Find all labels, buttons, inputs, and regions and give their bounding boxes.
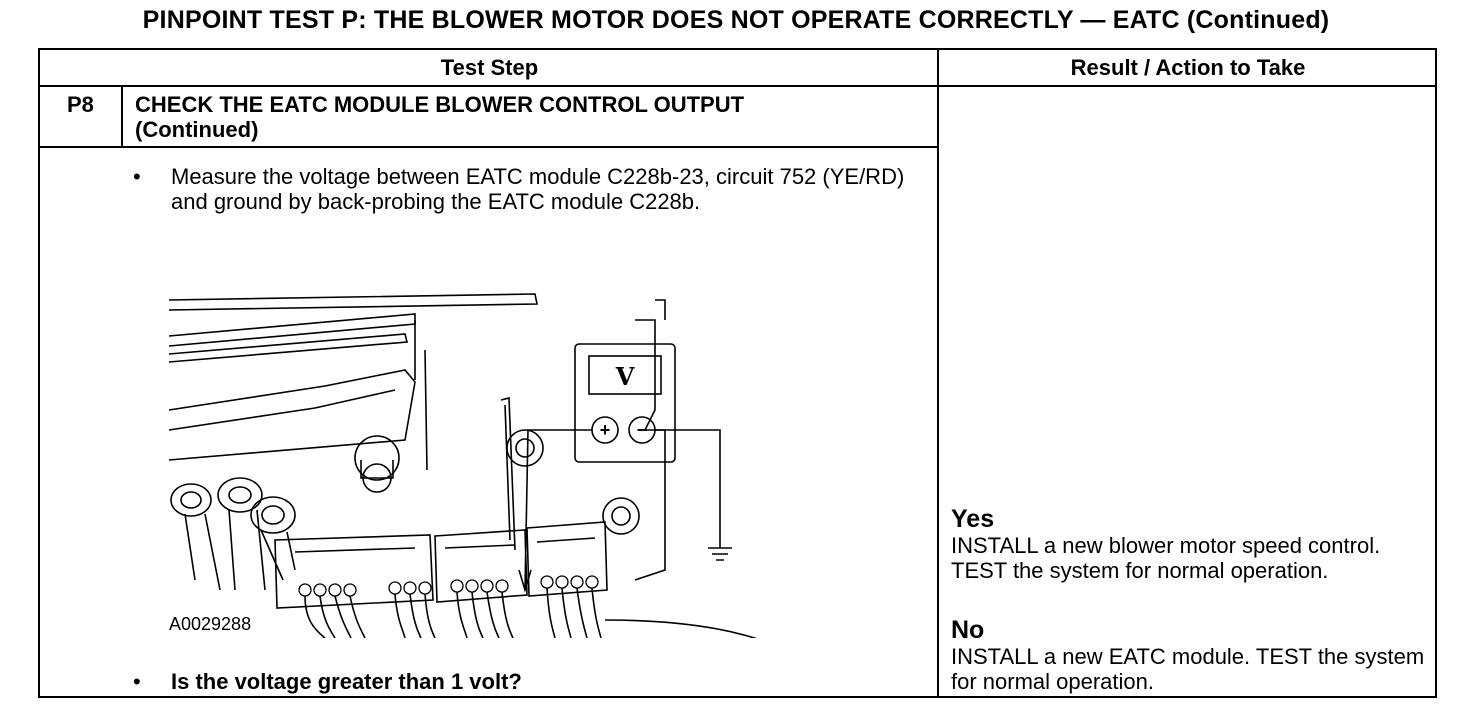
- result-yes-label: Yes: [951, 505, 995, 533]
- step-instruction: Measure the voltage between EATC module …: [171, 164, 905, 214]
- result-yes-action: INSTALL a new blower motor speed control…: [951, 533, 1381, 583]
- positive-terminal-label: +: [600, 420, 611, 440]
- header-test-step: Test Step: [440, 55, 539, 80]
- page-title: PINPOINT TEST P: THE BLOWER MOTOR DOES N…: [142, 6, 1330, 34]
- result-no-action: INSTALL a new EATC module. TEST the syst…: [951, 644, 1425, 694]
- step-title: CHECK THE EATC MODULE BLOWER CONTROL OUT…: [135, 92, 895, 142]
- bullet-question: •: [133, 669, 141, 694]
- pinpoint-test-table: Test Step Result / Action to Take P8 CHE…: [38, 48, 1437, 698]
- header-divider: [40, 85, 1437, 87]
- result-no-label: No: [951, 616, 985, 644]
- step-title-line2: (Continued): [135, 117, 259, 142]
- voltmeter-symbol: V: [615, 362, 635, 391]
- header-result-action: Result / Action to Take: [1070, 55, 1306, 80]
- connector-measurement-illustration: V + −: [168, 293, 757, 638]
- step-title-line1: CHECK THE EATC MODULE BLOWER CONTROL OUT…: [135, 92, 745, 117]
- result-no: No INSTALL a new EATC module. TEST the s…: [951, 616, 1431, 695]
- negative-terminal-label: −: [637, 420, 648, 440]
- step-question: Is the voltage greater than 1 volt?: [171, 669, 522, 694]
- step-title-divider: [40, 146, 938, 148]
- result-yes: Yes INSTALL a new blower motor speed con…: [951, 505, 1431, 584]
- step-id: P8: [67, 92, 94, 117]
- step-id-divider: [121, 86, 123, 148]
- column-divider: [937, 50, 939, 698]
- figure-code: A0029288: [169, 614, 252, 634]
- bullet-instruction: •: [133, 164, 141, 189]
